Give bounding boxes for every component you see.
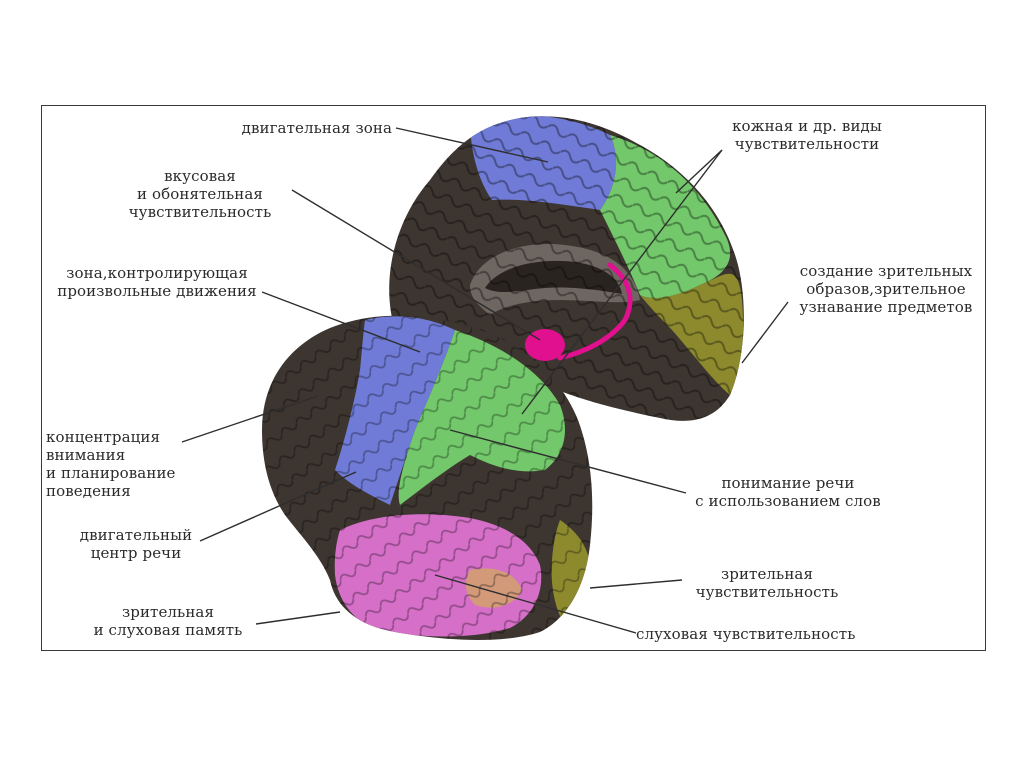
- label-speech-understanding: понимание речи с использованием слов: [695, 474, 881, 510]
- label-attention-planning: концентрация внимания и планирование пов…: [46, 428, 176, 500]
- label-auditory-sensitivity: слуховая чувствительность: [636, 625, 856, 643]
- label-motor-speech-center: двигательный центр речи: [79, 526, 193, 562]
- label-motor-zone: двигательная зона: [241, 119, 392, 137]
- lateral-hemisphere: [262, 315, 593, 640]
- label-visual-sensitivity: зрительная чувствительность: [695, 565, 839, 601]
- leader-lines: [181, 127, 789, 634]
- label-visual-images: создание зрительных образов,зрительное у…: [799, 262, 973, 316]
- label-voluntary-movements: зона,контролирующая произвольные движени…: [57, 264, 257, 300]
- label-visual-auditory-memory: зрительная и слуховая память: [93, 603, 243, 639]
- label-taste-smell: вкусовая и обонятельная чувствительность: [128, 167, 272, 221]
- label-skin-sensitivity: кожная и др. виды чувствительности: [732, 117, 882, 153]
